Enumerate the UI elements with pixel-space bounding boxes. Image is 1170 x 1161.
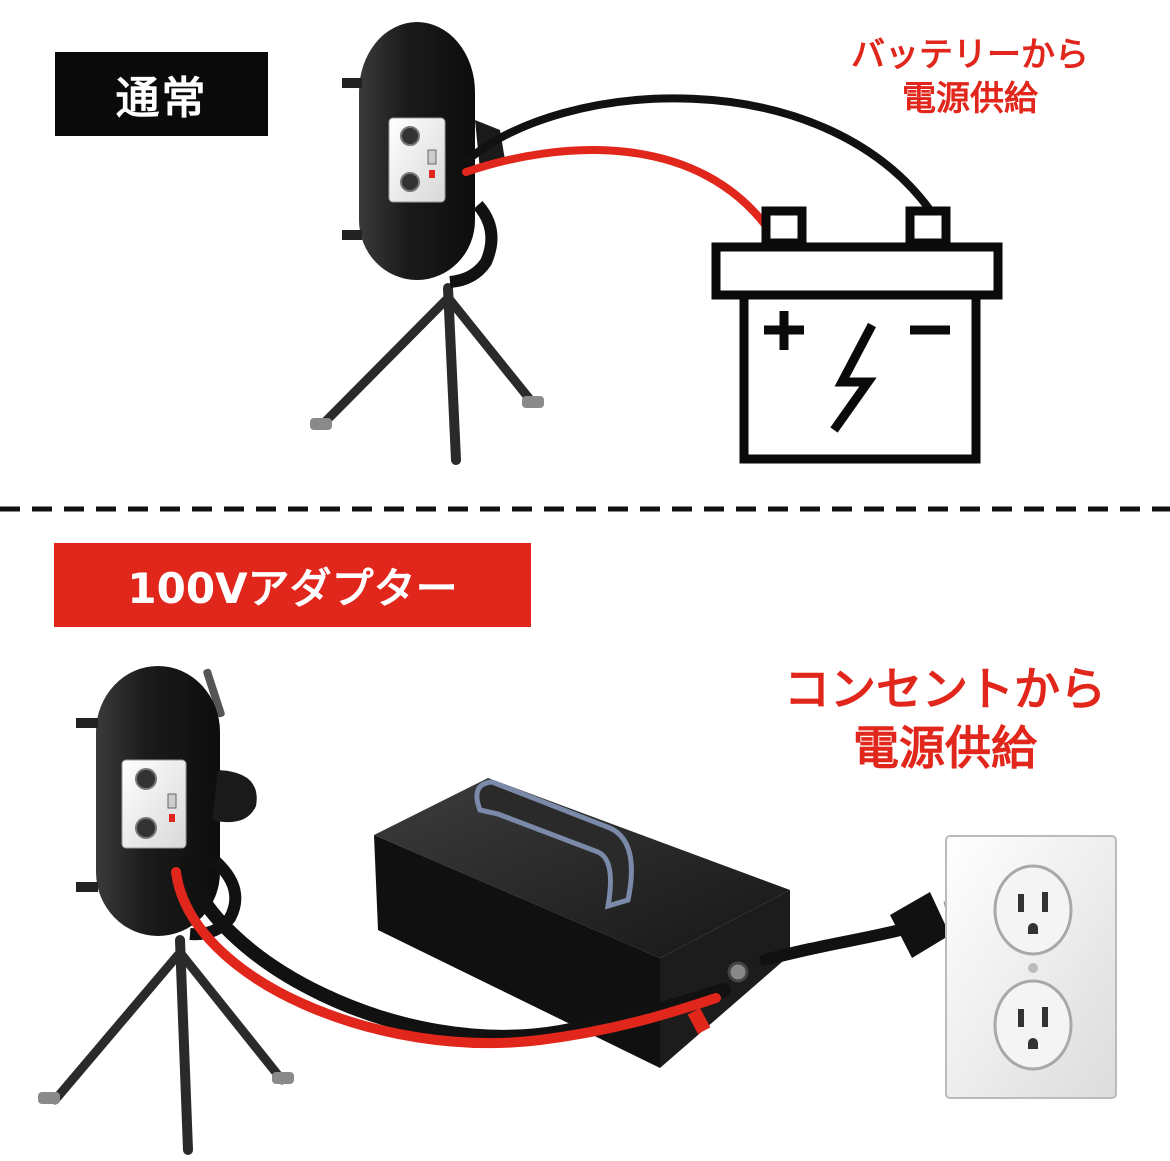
pitching-machine-icon-bottom	[76, 666, 257, 941]
adapter-mode-label: 100Vアダプター	[54, 543, 531, 627]
battery-caption-line-1: バッテリーから	[851, 35, 1089, 75]
battery-caption: バッテリーから 電源供給	[820, 34, 1120, 121]
outlet-caption-line-2: 電源供給	[853, 720, 1037, 775]
normal-mode-label: 通常	[55, 52, 268, 136]
tripod-icon	[310, 283, 544, 465]
car-battery-icon	[711, 206, 1003, 464]
wall-outlet-icon	[945, 835, 1117, 1099]
outlet-caption-line-1: コンセントから	[784, 662, 1106, 716]
ac-adapter-box-icon	[374, 778, 790, 1068]
adapter-cables	[171, 855, 906, 1049]
pitching-machine-icon	[342, 22, 505, 288]
battery-cables	[462, 94, 934, 238]
outlet-caption: コンセントから 電源供給	[740, 660, 1150, 778]
tripod-icon-bottom	[38, 935, 294, 1155]
battery-caption-line-2: 電源供給	[902, 78, 1038, 119]
